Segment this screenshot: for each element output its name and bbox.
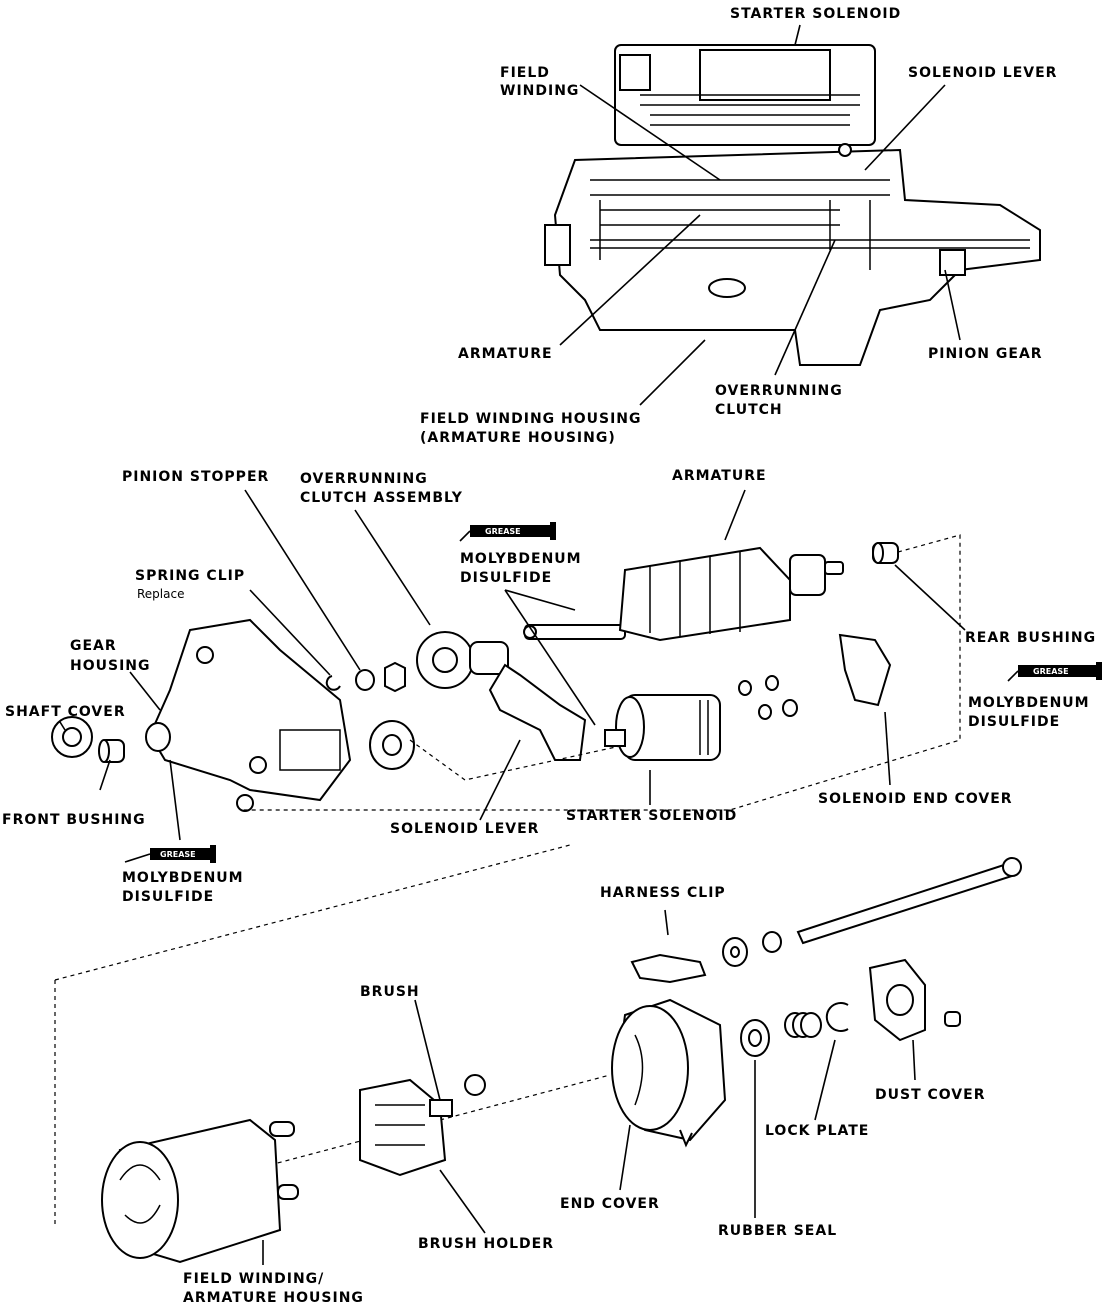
label-overrunning-clutch-assembly-1: OVERRUNNING bbox=[300, 471, 428, 487]
middle-leaders bbox=[59, 489, 966, 841]
clutch-sleeve bbox=[369, 720, 415, 770]
label-armature-top: ARMATURE bbox=[458, 346, 553, 362]
label-lock-plate: LOCK PLATE bbox=[765, 1123, 869, 1139]
label-field-winding-housing-2: (ARMATURE HOUSING) bbox=[420, 430, 616, 446]
label-field-winding-1: FIELD bbox=[500, 65, 550, 81]
label-front-bushing: FRONT BUSHING bbox=[2, 812, 146, 828]
label-field-winding-housing-1: FIELD WINDING HOUSING bbox=[420, 411, 642, 427]
solenoid-end-cover bbox=[838, 633, 892, 707]
label-molybdenum-3a: MOLYBDENUM bbox=[122, 870, 244, 886]
lock-plate bbox=[825, 1002, 849, 1032]
labels: STARTER SOLENOID FIELD WINDING SOLENOID … bbox=[2, 6, 1096, 1306]
top-leaders bbox=[559, 24, 961, 406]
gear-housing bbox=[145, 618, 352, 812]
label-molybdenum-1a: MOLYBDENUM bbox=[460, 551, 582, 567]
svg-text:GREASE: GREASE bbox=[160, 850, 196, 859]
label-gear-housing-2: HOUSING bbox=[70, 658, 151, 674]
label-molybdenum-2b: DISULFIDE bbox=[968, 714, 1060, 730]
label-overrunning-clutch-assembly-2: CLUTCH ASSEMBLY bbox=[300, 490, 463, 506]
starter-cutaway-assembly bbox=[544, 44, 1041, 366]
label-overrunning-clutch-1: OVERRUNNING bbox=[715, 383, 843, 399]
solenoid-lever bbox=[488, 663, 587, 761]
label-brush-holder: BRUSH HOLDER bbox=[418, 1236, 554, 1252]
label-overrunning-clutch-2: CLUTCH bbox=[715, 402, 783, 418]
label-dust-cover: DUST COVER bbox=[875, 1087, 985, 1103]
label-field-winding-armature-housing-1: FIELD WINDING/ bbox=[183, 1271, 324, 1287]
shaft-cover bbox=[51, 716, 93, 758]
svg-text:GREASE: GREASE bbox=[485, 527, 521, 536]
svg-text:GREASE: GREASE bbox=[1033, 667, 1069, 676]
label-field-winding-2: WINDING bbox=[500, 83, 579, 99]
label-pinion-stopper: PINION STOPPER bbox=[122, 469, 269, 485]
label-spring-clip-note: Replace bbox=[137, 587, 184, 601]
label-starter-solenoid-top: STARTER SOLENOID bbox=[730, 6, 901, 22]
label-starter-solenoid-mid: STARTER SOLENOID bbox=[566, 808, 737, 824]
through-bolt-washers bbox=[722, 857, 1022, 967]
rear-bushing bbox=[872, 542, 899, 564]
grease-icon: GREASE bbox=[1007, 662, 1102, 682]
label-rear-bushing: REAR BUSHING bbox=[965, 630, 1096, 646]
label-molybdenum-3b: DISULFIDE bbox=[122, 889, 214, 905]
dust-cover bbox=[868, 958, 961, 1042]
pinion-stopper bbox=[355, 669, 375, 691]
brush-spring bbox=[784, 1012, 822, 1038]
end-cover bbox=[611, 998, 727, 1148]
bottom-leaders bbox=[262, 909, 916, 1265]
label-solenoid-lever-mid: SOLENOID LEVER bbox=[390, 821, 539, 837]
spring-clip bbox=[325, 675, 341, 691]
solenoid-washers bbox=[738, 675, 798, 720]
label-harness-clip: HARNESS CLIP bbox=[600, 885, 726, 901]
front-bushing bbox=[98, 739, 125, 763]
label-molybdenum-1b: DISULFIDE bbox=[460, 570, 552, 586]
label-armature-mid: ARMATURE bbox=[672, 468, 767, 484]
label-solenoid-lever-top: SOLENOID LEVER bbox=[908, 65, 1057, 81]
label-spring-clip: SPRING CLIP bbox=[135, 568, 245, 584]
middle-alignment-lines bbox=[240, 534, 961, 811]
harness-clip bbox=[630, 953, 707, 984]
grease-icon: GREASE bbox=[124, 845, 216, 863]
starter-solenoid bbox=[604, 694, 721, 761]
brush-holder bbox=[359, 1074, 486, 1177]
bottom-alignment-lines bbox=[54, 844, 611, 1225]
label-field-winding-armature-housing-2: ARMATURE HOUSING bbox=[183, 1290, 364, 1306]
field-winding-armature-housing bbox=[101, 1118, 299, 1264]
label-end-cover: END COVER bbox=[560, 1196, 660, 1212]
label-gear-housing-1: GEAR bbox=[70, 638, 117, 654]
label-shaft-cover: SHAFT COVER bbox=[5, 704, 126, 720]
armature bbox=[523, 546, 844, 642]
label-brush: BRUSH bbox=[360, 984, 420, 1000]
label-solenoid-end-cover: SOLENOID END COVER bbox=[818, 791, 1013, 807]
label-rubber-seal: RUBBER SEAL bbox=[718, 1223, 837, 1239]
overrunning-clutch-assembly bbox=[384, 631, 509, 693]
grease-icon: GREASE bbox=[459, 522, 556, 542]
rubber-seal bbox=[740, 1019, 770, 1057]
label-pinion-gear: PINION GEAR bbox=[928, 346, 1043, 362]
label-molybdenum-2a: MOLYBDENUM bbox=[968, 695, 1090, 711]
